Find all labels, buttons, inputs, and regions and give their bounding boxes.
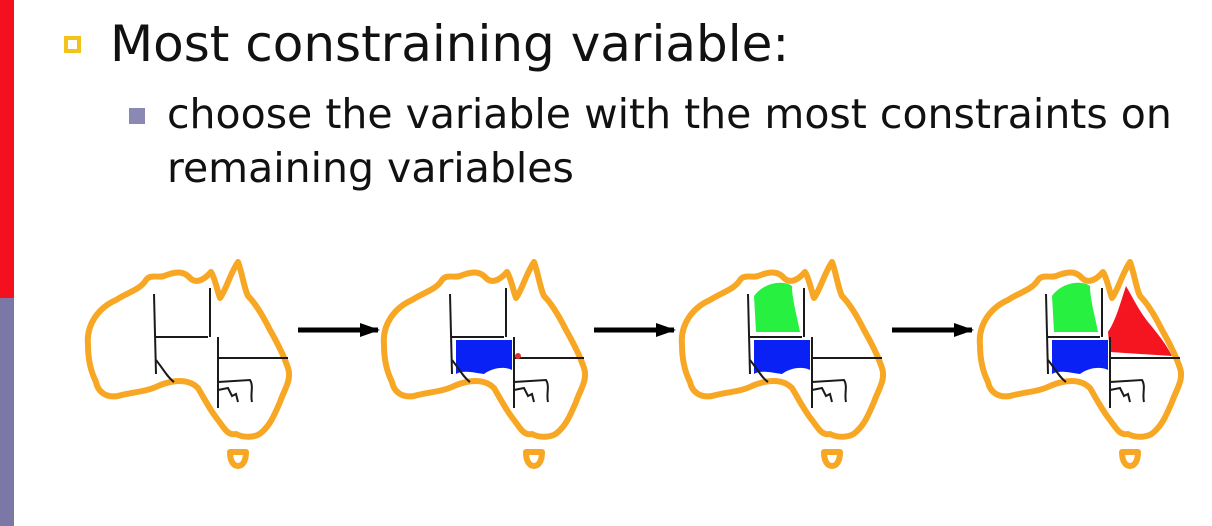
sub-bullet-text: choose the variable with the most constr… bbox=[167, 90, 1172, 192]
side-accent-bar-red bbox=[0, 0, 14, 298]
cursor-dot bbox=[515, 353, 521, 359]
map-step-4 bbox=[980, 262, 1181, 466]
map-step-2 bbox=[384, 262, 585, 466]
side-accent-bar-purple bbox=[0, 298, 14, 526]
region-sa-blue bbox=[456, 340, 512, 374]
region-nt-green bbox=[1052, 282, 1098, 332]
region-q-red bbox=[1108, 286, 1172, 356]
region-sa-blue bbox=[754, 340, 810, 374]
map-step-3 bbox=[682, 262, 883, 466]
region-nt-green bbox=[754, 282, 800, 332]
filled-square-bullet-icon bbox=[129, 108, 145, 124]
slide-heading: Most constraining variable: bbox=[110, 15, 790, 73]
map-step-1 bbox=[88, 262, 289, 466]
region-sa-blue bbox=[1052, 340, 1108, 374]
hollow-square-bullet-icon bbox=[64, 36, 81, 53]
